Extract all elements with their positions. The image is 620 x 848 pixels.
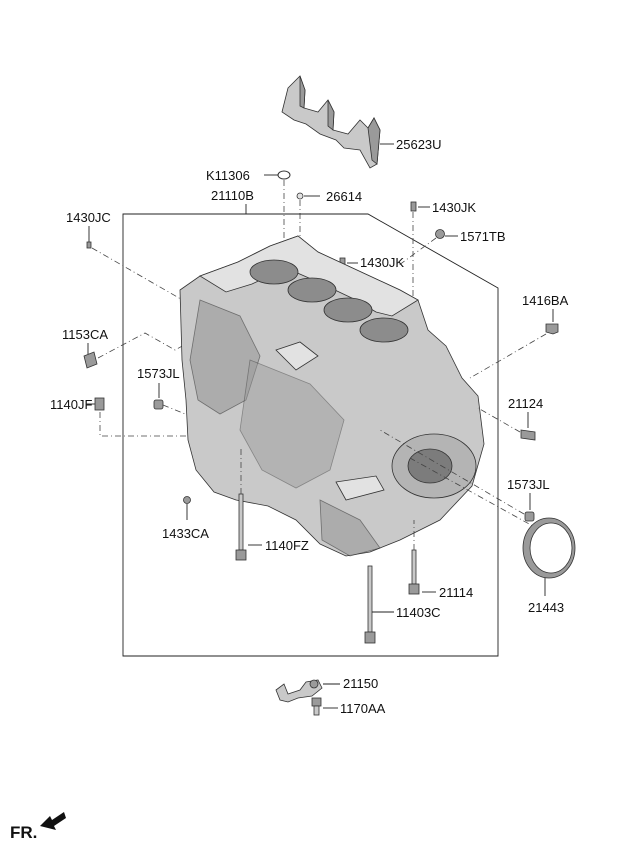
label-1430jk-mid: 1430JK: [360, 255, 404, 270]
plug-part-21124: [520, 429, 536, 441]
label-25623u: 25623U: [396, 137, 442, 152]
o-ring-part: [277, 170, 291, 180]
front-direction-label: FR.: [10, 823, 37, 842]
oil-jet-part: [275, 679, 323, 703]
label-1170aa: 1170AA: [340, 701, 386, 716]
label-1571tb: 1571TB: [460, 229, 506, 244]
oil-seal-part: [522, 517, 576, 579]
label-21124: 21124: [508, 396, 543, 411]
engine-block-part: [179, 235, 485, 557]
label-21114: 21114: [439, 585, 473, 600]
baffle-plate-part: [281, 75, 381, 169]
bolt-part-1416ba: [545, 323, 559, 335]
plug-part-1571tb: [435, 229, 445, 239]
plug-part-1433ca: [183, 496, 191, 504]
label-1433ca: 1433CA: [162, 526, 209, 541]
label-1573jl-right: 1573JL: [507, 477, 550, 492]
label-k11306: K11306: [206, 168, 250, 183]
label-1140jf: 1140JF: [50, 397, 92, 412]
assembly-frame: [122, 213, 499, 657]
dowel-part-1573jl-left: [153, 399, 164, 410]
plug-part-26614: [296, 192, 304, 200]
pin-part-1430jc: [86, 241, 92, 249]
label-1430jk-top: 1430JK: [432, 200, 476, 215]
label-21150: 21150: [343, 676, 378, 691]
pin-part-1153ca: [83, 351, 98, 369]
label-21110b: 21110B: [211, 188, 254, 203]
bolt-part-21114: [411, 549, 417, 585]
bolt-part-1140jf: [94, 397, 105, 411]
label-1573jl-left: 1573JL: [137, 366, 180, 381]
label-11403c: 11403C: [396, 605, 441, 620]
label-1153ca: 1153CA: [62, 327, 108, 342]
label-1140fz: 1140FZ: [265, 538, 309, 553]
bolt-part-11403c: [367, 565, 373, 633]
dowel-part-1573jl-right: [524, 511, 535, 522]
arrow-icon: [40, 812, 66, 830]
bolt-part-1170aa: [311, 697, 322, 716]
bolt-part-1140fz: [238, 493, 244, 551]
plug-part-1430jk-top: [410, 201, 417, 212]
label-21443: 21443: [528, 600, 564, 615]
label-26614: 26614: [326, 189, 362, 204]
label-1430jc: 1430JC: [66, 210, 111, 225]
label-1416ba: 1416BA: [522, 293, 569, 308]
